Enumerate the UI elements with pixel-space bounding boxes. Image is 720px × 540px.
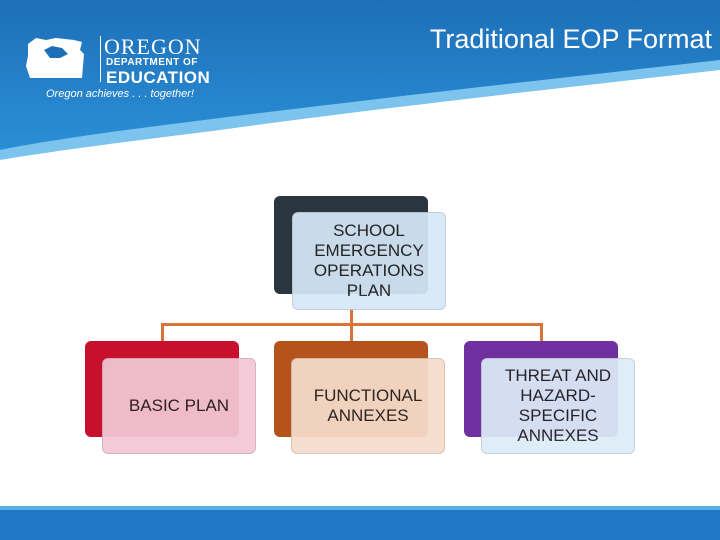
oregon-map-icon [26, 38, 84, 78]
logo-education: EDUCATION [106, 68, 211, 87]
threat-annexes-label: THREAT AND HAZARD-SPECIFIC ANNEXES [504, 366, 612, 445]
header-wave [0, 0, 720, 160]
connector-center-drop [350, 323, 353, 343]
basic-plan-node: BASIC PLAN [102, 358, 256, 454]
header-band [0, 0, 720, 170]
connector-left-drop [161, 323, 164, 343]
oregon-education-logo: OREGON DEPARTMENT OF EDUCATION Oregon ac… [22, 34, 212, 104]
functional-annexes-label: FUNCTIONAL ANNEXES [313, 386, 423, 425]
basic-plan-label: BASIC PLAN [128, 396, 230, 415]
slide-title: Traditional EOP Format [429, 24, 712, 54]
functional-annexes-node: FUNCTIONAL ANNEXES [291, 358, 445, 454]
footer-accent-line [0, 506, 720, 510]
connector-right-drop [540, 323, 543, 343]
root-node-label: SCHOOL EMERGENCY OPERATIONS PLAN [313, 221, 425, 300]
logo-dept: DEPARTMENT OF [106, 57, 198, 68]
logo-name: OREGON [104, 34, 202, 59]
logo-tagline: Oregon achieves . . . together! [46, 88, 194, 100]
threat-annexes-node: THREAT AND HAZARD-SPECIFIC ANNEXES [481, 358, 635, 454]
connector-root-stem [350, 308, 353, 325]
footer-band [0, 510, 720, 540]
logo-divider [100, 36, 101, 82]
root-node: SCHOOL EMERGENCY OPERATIONS PLAN [292, 212, 446, 310]
